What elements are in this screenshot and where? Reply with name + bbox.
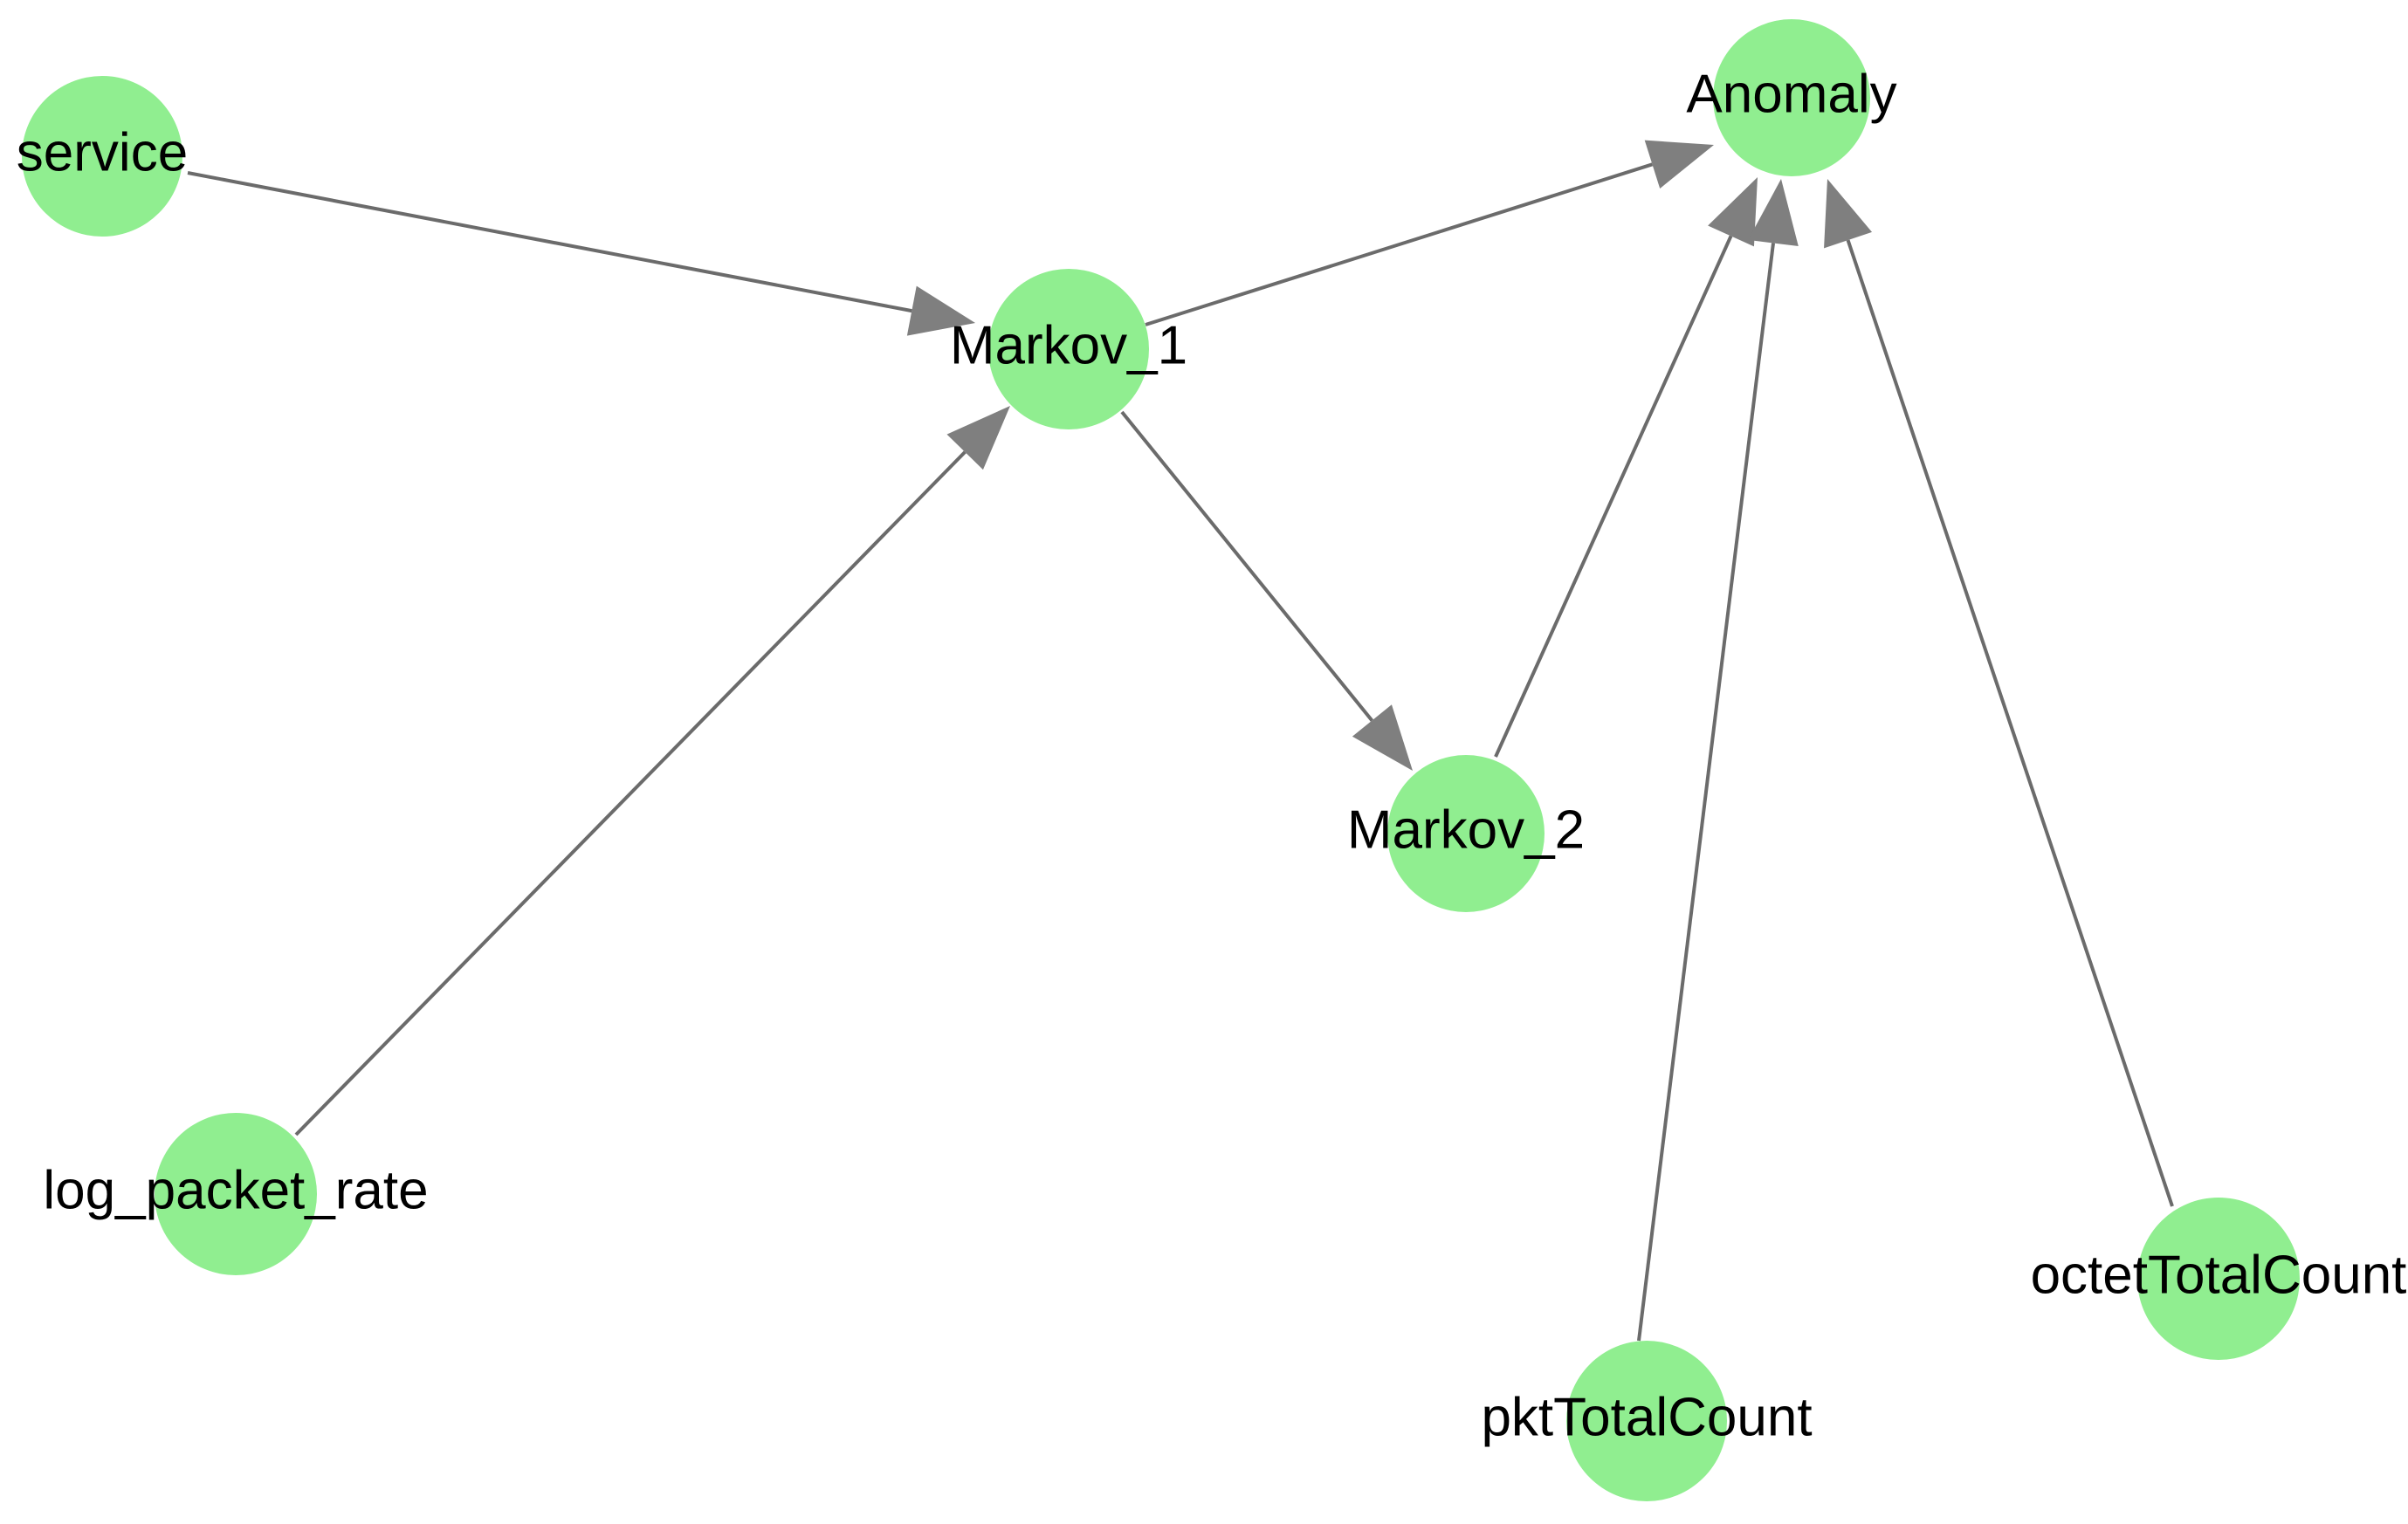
edge-arrowhead-icon [1824,179,1873,249]
graph-edge [187,171,975,336]
edge-arrowhead-icon [1352,704,1413,771]
node-circle[interactable] [2137,1198,2300,1360]
graph-node-service[interactable]: service [17,76,188,237]
edge-arrowhead-icon [906,285,975,336]
edge-line [294,450,967,1136]
node-circle[interactable] [988,269,1149,429]
graph-node-Markov_2[interactable]: Markov_2 [1347,755,1585,912]
edge-line [1637,243,1775,1342]
graph-node-octetTotalCount[interactable]: octetTotalCount [2031,1198,2407,1360]
node-label: Markov_2 [1347,800,1585,860]
node-circle[interactable] [1713,19,1870,176]
edge-line [1846,239,2174,1207]
graph-edge [1494,177,1758,758]
node-circle[interactable] [1566,1341,1727,1501]
graph-node-pktTotalCount[interactable]: pktTotalCount [1481,1341,1813,1501]
edge-arrowhead-icon [946,406,1010,470]
edge-line [1120,410,1373,722]
node-label: octetTotalCount [2031,1245,2407,1305]
graph-node-Markov_1[interactable]: Markov_1 [950,269,1187,429]
graph-edge [1824,179,2174,1207]
graph-edge [1120,410,1413,771]
node-label: log_packet_rate [43,1160,428,1220]
edge-line [187,171,912,313]
edges-layer [187,140,2174,1342]
graph-node-log_packet_rate[interactable]: log_packet_rate [43,1113,429,1275]
edge-arrowhead-icon [1644,140,1714,189]
edge-arrowhead-icon [1748,179,1799,246]
node-label: Anomaly [1686,64,1896,124]
node-label: service [17,122,188,182]
graph-edge [1637,179,1799,1342]
edge-line [1494,235,1733,758]
node-circle[interactable] [1387,755,1545,912]
graph-edge [294,406,1010,1136]
edge-arrowhead-icon [1708,177,1758,247]
graph-edge [1145,140,1714,326]
node-circle[interactable] [155,1113,317,1275]
node-label: pktTotalCount [1481,1387,1812,1447]
edge-line [1145,162,1654,326]
graph-node-Anomaly[interactable]: Anomaly [1686,19,1897,176]
node-label: Markov_1 [950,315,1187,375]
node-circle[interactable] [22,76,182,237]
